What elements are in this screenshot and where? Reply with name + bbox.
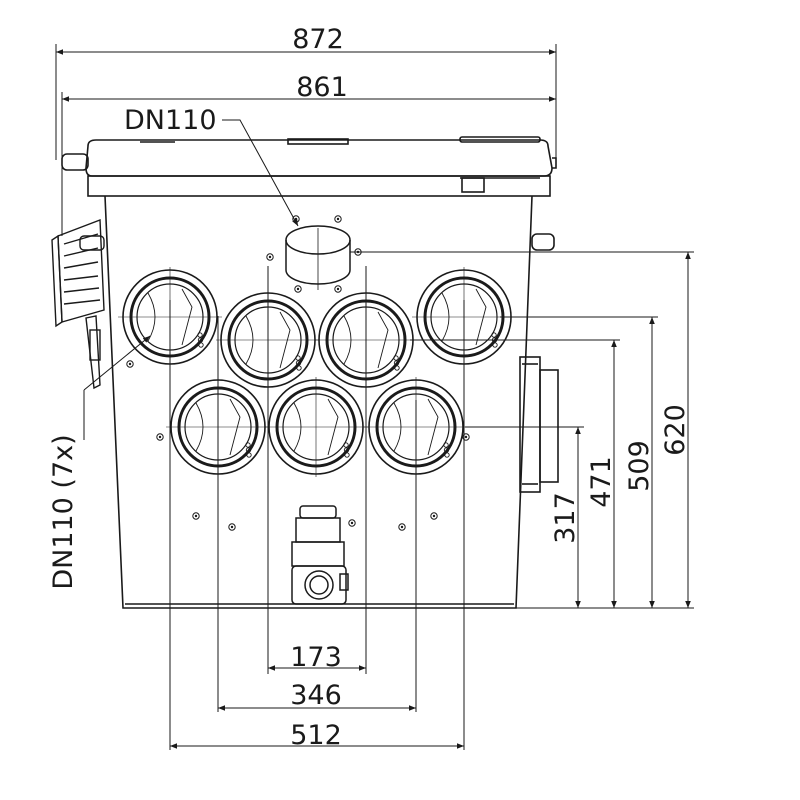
lid [85, 139, 553, 177]
mounting-hole [294, 285, 302, 293]
mounting-hole [228, 523, 236, 531]
leader-lines [83, 119, 299, 440]
dim-317: 317 [550, 492, 581, 544]
dimension-lines [55, 44, 694, 750]
mounting-hole [334, 215, 342, 223]
mounting-hole [430, 512, 438, 520]
dim-509: 509 [624, 440, 655, 492]
mounting-holes [126, 215, 470, 531]
control-box [51, 219, 105, 390]
mounting-hole [266, 253, 274, 261]
mounting-hole [126, 360, 134, 368]
dim-173: 173 [290, 642, 342, 673]
mounting-hole [348, 519, 356, 527]
lid-handle-left [61, 153, 89, 171]
label-top-pipe: DN110 [124, 105, 217, 136]
mounting-hole [462, 433, 470, 441]
mounting-hole [192, 512, 200, 520]
lid-rim [87, 175, 551, 197]
dim-872: 872 [292, 24, 344, 55]
top-pipe [285, 225, 351, 290]
port-dn110-6 [264, 377, 368, 477]
mounting-hole [156, 433, 164, 441]
right-handle [531, 233, 555, 251]
dim-861: 861 [296, 72, 348, 103]
label-side-pipes: DN110 (7x) [48, 434, 79, 589]
dim-471: 471 [586, 456, 617, 508]
dim-512: 512 [290, 720, 342, 751]
side-ports [118, 267, 516, 477]
body-walls [104, 195, 533, 609]
dim-346: 346 [290, 680, 342, 711]
mounting-hole [398, 523, 406, 531]
mounting-hole [334, 285, 342, 293]
tank-body [61, 136, 559, 609]
right-outlet-pipe [539, 369, 559, 483]
bottom-outlet [291, 505, 349, 605]
dim-620: 620 [660, 404, 691, 456]
